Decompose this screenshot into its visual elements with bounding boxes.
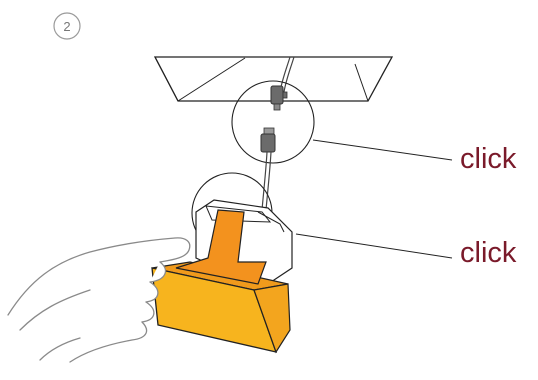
step-number: 2: [63, 19, 70, 34]
callout-label-bottom: click: [460, 237, 517, 269]
callout-line-top: [313, 140, 452, 160]
callout-line-bottom: [296, 234, 452, 258]
step-badge: 2: [54, 13, 80, 39]
connector-socket: [261, 128, 275, 152]
callout-label-top: click: [460, 143, 517, 175]
